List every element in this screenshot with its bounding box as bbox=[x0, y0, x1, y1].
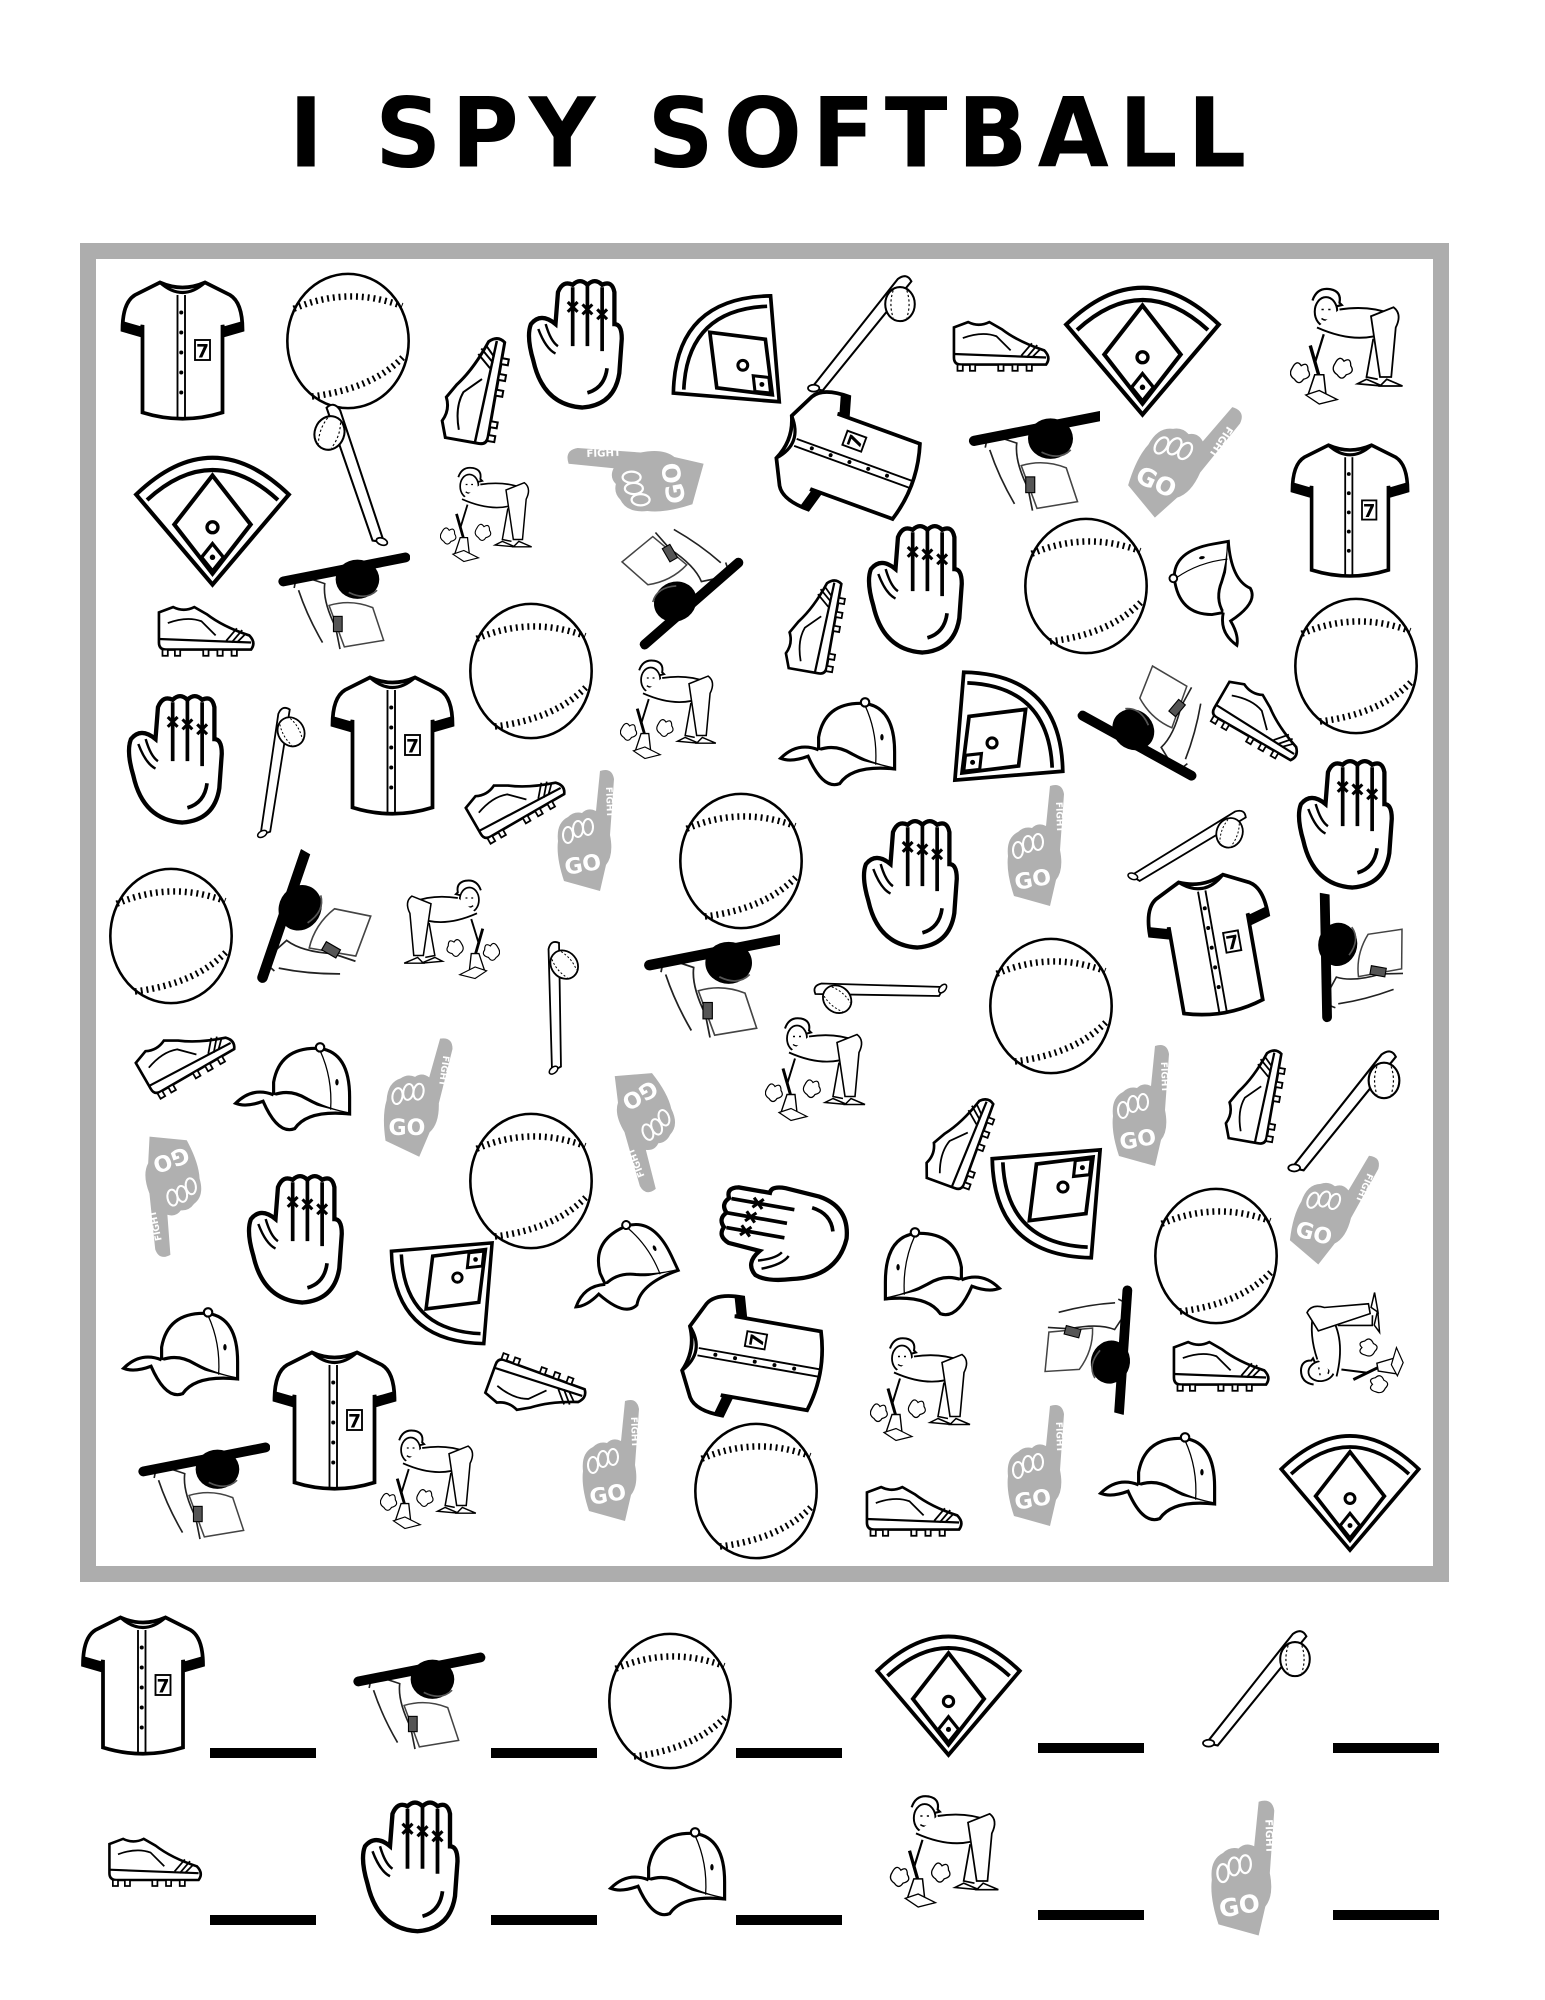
foam-finger-icon bbox=[1200, 1795, 1295, 1940]
softball-icon bbox=[105, 865, 237, 1007]
jersey-icon bbox=[1138, 860, 1287, 1029]
bat-and-ball-icon bbox=[795, 270, 930, 395]
answer-line[interactable] bbox=[491, 1915, 597, 1925]
groundskeeper-icon bbox=[440, 455, 550, 580]
foam-finger-icon bbox=[1105, 1040, 1185, 1170]
cap-icon bbox=[230, 1040, 370, 1135]
softball-icon bbox=[465, 600, 597, 742]
groundskeeper-icon bbox=[620, 650, 735, 775]
glove-icon bbox=[705, 1154, 860, 1301]
baseball-diamond-icon bbox=[866, 1620, 1031, 1760]
jersey-icon bbox=[668, 1285, 837, 1434]
glove-icon bbox=[860, 520, 985, 655]
cap-icon bbox=[865, 1225, 1005, 1320]
glove-icon bbox=[240, 1170, 365, 1305]
cap-icon bbox=[118, 1305, 258, 1400]
groundskeeper-icon bbox=[870, 1330, 990, 1455]
batter-icon bbox=[270, 540, 410, 660]
softball-icon bbox=[675, 790, 807, 932]
jersey-icon bbox=[78, 1610, 208, 1760]
groundskeeper-icon bbox=[1290, 280, 1425, 420]
cleat-icon bbox=[100, 1832, 208, 1892]
batter-icon bbox=[1275, 889, 1435, 1041]
cleat-icon bbox=[150, 600, 260, 662]
batter-icon bbox=[965, 395, 1100, 525]
answer-line[interactable] bbox=[210, 1915, 316, 1925]
softball-icon bbox=[985, 935, 1117, 1077]
answer-line[interactable] bbox=[736, 1915, 842, 1925]
foam-finger-icon bbox=[1000, 1390, 1080, 1540]
page-title: I SPY SOFTBALL bbox=[288, 77, 1257, 190]
foam-finger-icon bbox=[550, 765, 630, 895]
groundskeeper-icon bbox=[765, 1010, 885, 1135]
softball-icon bbox=[605, 1630, 735, 1772]
cap-icon bbox=[1095, 1430, 1235, 1525]
answer-line[interactable] bbox=[736, 1748, 842, 1758]
glove-icon bbox=[520, 275, 645, 410]
jersey-icon bbox=[330, 670, 455, 820]
batter-icon bbox=[130, 1430, 270, 1550]
baseball-diamond-icon bbox=[1265, 1420, 1435, 1555]
jersey-icon bbox=[272, 1345, 397, 1495]
groundskeeper-icon bbox=[380, 1420, 495, 1545]
softball-icon bbox=[1020, 515, 1152, 657]
cleat-icon bbox=[945, 315, 1055, 377]
answer-line[interactable] bbox=[491, 1748, 597, 1758]
answer-line[interactable] bbox=[1038, 1743, 1144, 1753]
batter-icon bbox=[640, 920, 780, 1050]
groundskeeper-icon bbox=[1278, 1268, 1422, 1408]
answer-line[interactable] bbox=[1333, 1743, 1439, 1753]
softball-icon bbox=[690, 1420, 822, 1562]
glove-icon bbox=[1290, 755, 1415, 890]
foam-finger-icon bbox=[1000, 780, 1080, 910]
jersey-icon bbox=[120, 275, 245, 425]
bat-and-ball-icon bbox=[1195, 1620, 1320, 1755]
answer-line[interactable] bbox=[1333, 1910, 1439, 1920]
cap-icon bbox=[775, 695, 915, 790]
cleat-icon bbox=[858, 1480, 968, 1542]
jersey-icon bbox=[1290, 435, 1410, 585]
answer-line[interactable] bbox=[1038, 1910, 1144, 1920]
foam-finger-icon bbox=[575, 1390, 655, 1530]
cleat-icon bbox=[1165, 1335, 1275, 1397]
answer-line[interactable] bbox=[210, 1748, 316, 1758]
glove-icon bbox=[355, 1795, 480, 1935]
batter-icon bbox=[340, 1640, 490, 1760]
groundskeeper-icon bbox=[885, 1790, 1025, 1920]
cap-icon bbox=[605, 1825, 745, 1920]
